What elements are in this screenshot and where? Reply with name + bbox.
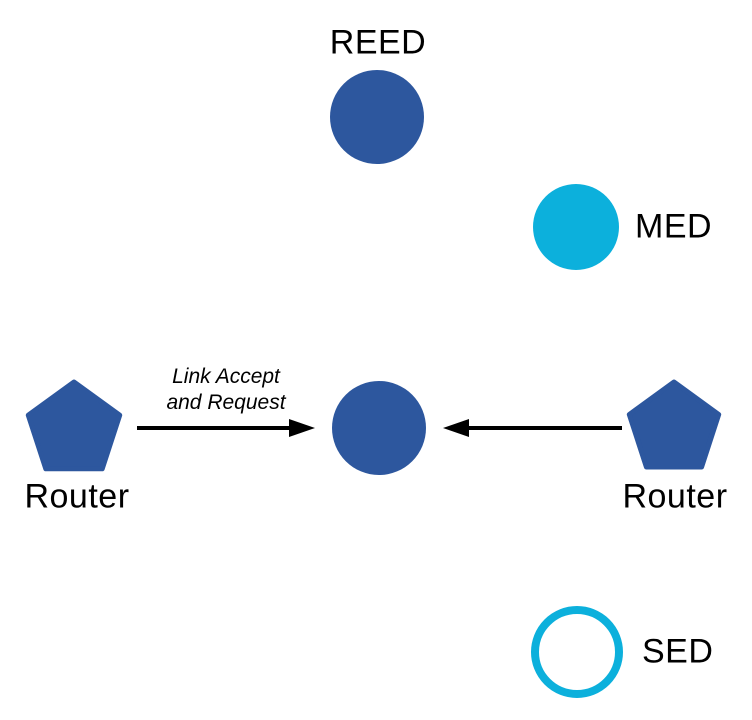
joiner-node-circle — [332, 381, 426, 475]
edge-label-link-accept-and-request: Link Accept and Request — [166, 364, 285, 416]
arrow-left-router-to-joiner — [137, 419, 315, 437]
sed-label: SED — [642, 632, 714, 671]
reed-node-circle — [330, 70, 424, 164]
router-left-pentagon — [25, 379, 123, 472]
router-right-pentagon — [626, 379, 722, 470]
arrow-right-router-to-joiner — [443, 419, 622, 437]
reed-label: REED — [329, 23, 427, 62]
arrow-right-head-icon — [443, 419, 469, 437]
edge-label-line1: Link Accept — [172, 365, 280, 388]
arrow-left-head-icon — [289, 419, 315, 437]
router-right-label: Router — [622, 477, 728, 516]
router-left-label: Router — [24, 477, 130, 516]
sed-node-circle — [531, 606, 623, 698]
med-node-circle — [533, 184, 619, 270]
edge-label-line2: and Request — [166, 391, 286, 414]
med-label: MED — [635, 207, 713, 246]
